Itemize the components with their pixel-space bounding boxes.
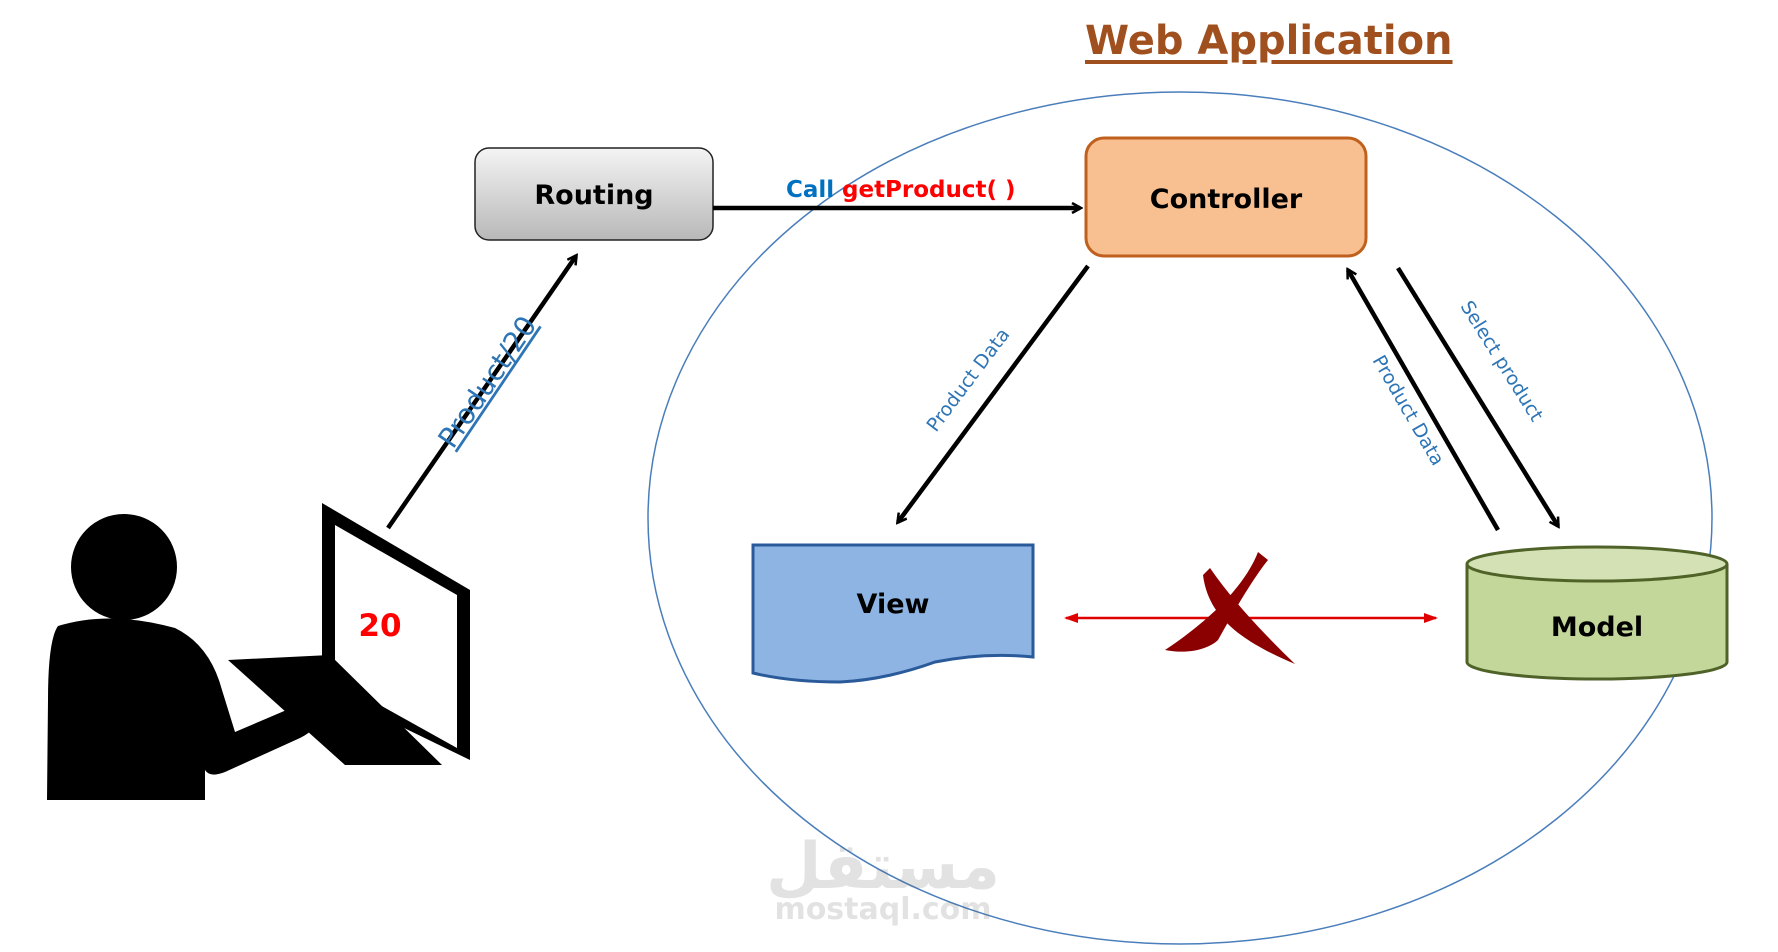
view-box [751, 543, 1035, 684]
controller-label: Controller [1150, 184, 1303, 215]
model-to-controller-label: Product Data [1368, 352, 1449, 470]
controller-box [1084, 136, 1368, 258]
watermark-latin: mostaql.com [774, 892, 991, 927]
user-to-routing-arrow [386, 256, 576, 530]
routing-box [474, 147, 714, 241]
mostaql-watermark: مستقل mostaql.com [766, 830, 1000, 927]
routing-label: Routing [534, 180, 653, 211]
forbidden-cross-icon [1165, 552, 1295, 664]
get-product-method-label: getProduct( ) [842, 177, 1016, 203]
user-computer-icon [47, 503, 470, 800]
watermark-arabic: مستقل [766, 830, 1000, 904]
controller-to-model-arrow [1396, 266, 1560, 526]
model-label: Model [1551, 612, 1643, 643]
controller-to-view-arrow [898, 264, 1090, 522]
web-application-boundary [647, 91, 1713, 945]
controller-to-model-label: Select product [1456, 297, 1548, 425]
call-label: Call [786, 177, 834, 203]
web-application-title: Web Application [1085, 18, 1453, 64]
screen-value: 20 [358, 608, 401, 644]
model-cylinder [1465, 545, 1729, 681]
view-label: View [857, 589, 930, 620]
product-url-label: Product/20 [431, 310, 543, 454]
model-to-controller-arrow [1346, 270, 1500, 532]
